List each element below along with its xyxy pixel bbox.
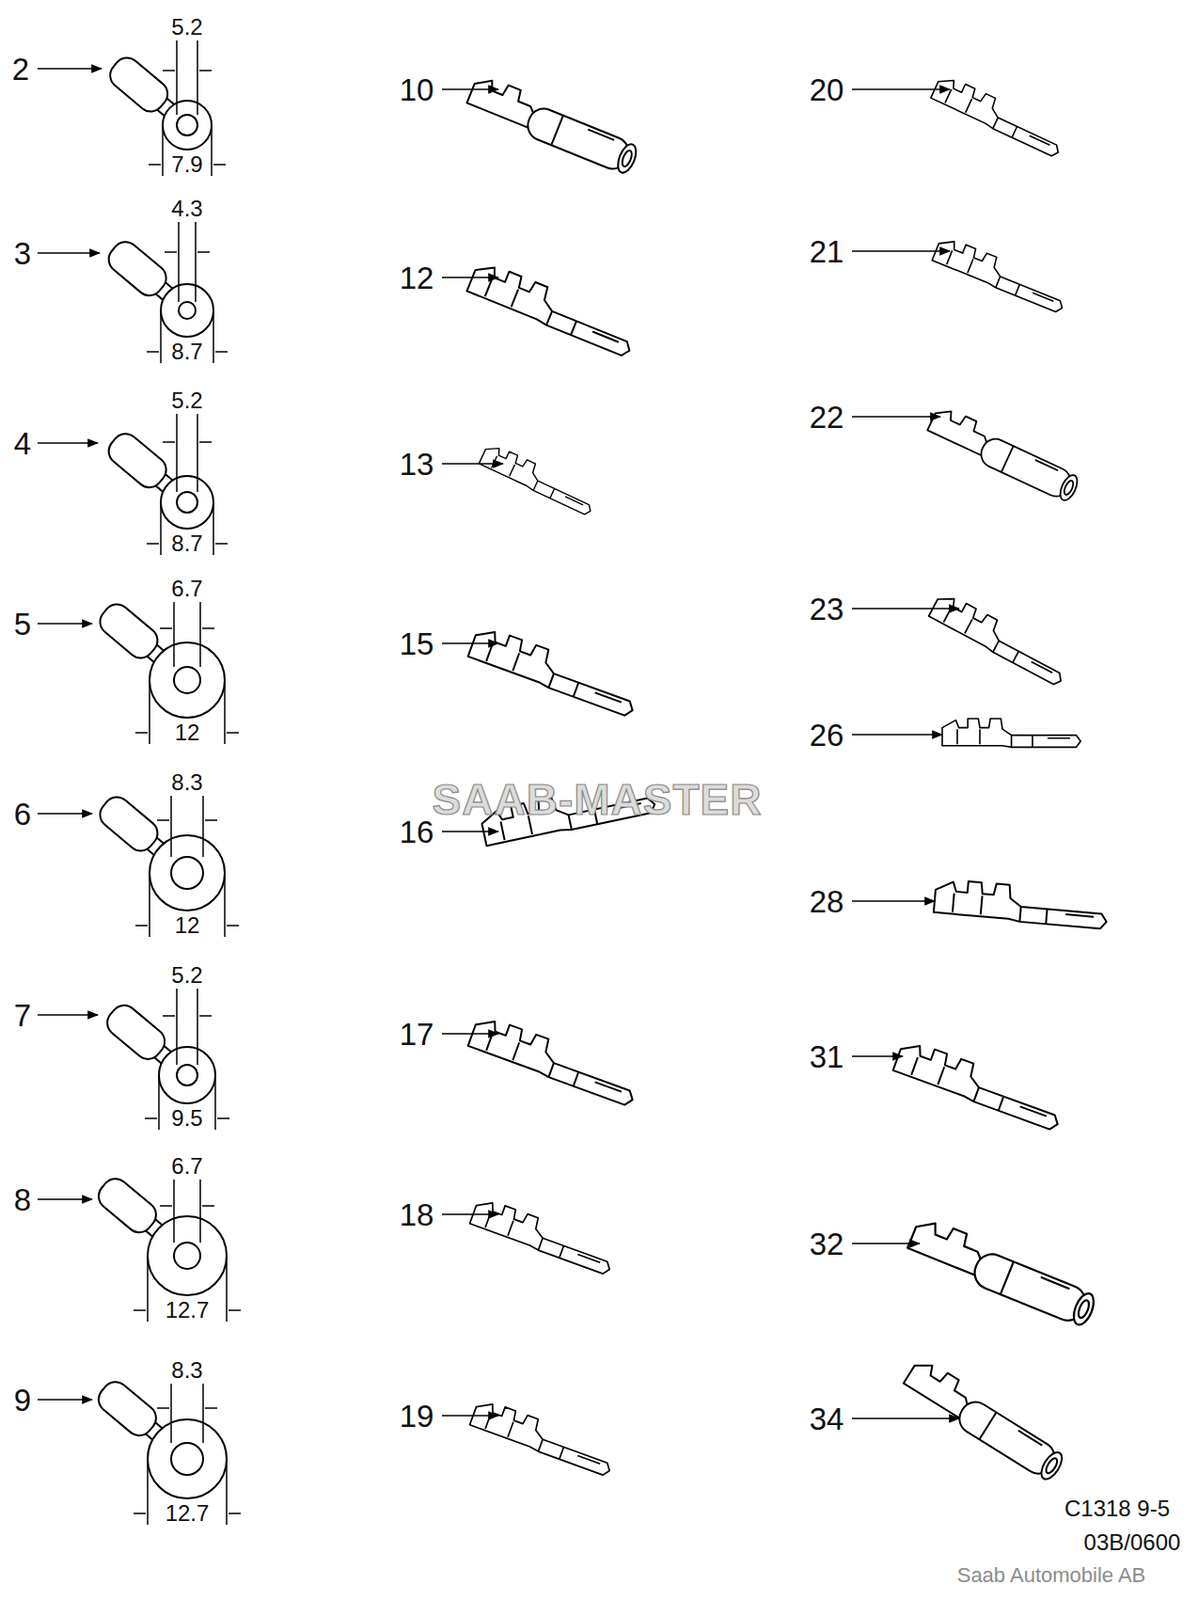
dimension: 8.3 [171,1358,203,1382]
dimension: 12 [174,914,201,937]
callout-number: 4 [14,427,32,459]
callout-number: 19 [399,1400,435,1432]
callout-number: 10 [399,74,435,106]
dimension: 8.7 [171,340,203,363]
callout-number: 15 [399,628,435,660]
callout-number: 12 [399,262,435,294]
callout-number: 7 [14,999,32,1031]
drawing-code: 03B/0600 [1084,1530,1182,1554]
callout-number: 18 [399,1198,435,1230]
dimension: 4.3 [171,197,203,221]
callout-number: 6 [14,798,32,830]
callout-number: 13 [399,448,435,480]
callout-number: 5 [14,608,32,640]
callout-number: 34 [809,1402,845,1435]
dimension: 12.7 [165,1501,210,1525]
callout-number: 16 [399,816,435,848]
dimension: 8.3 [171,771,203,794]
callout-number: 17 [399,1018,435,1050]
dimension: 6.7 [171,577,203,600]
callout-number: 32 [809,1228,845,1260]
dimension: 7.9 [171,153,203,176]
callout-number: 31 [809,1040,845,1072]
callout-number: 2 [12,53,30,85]
callout-number: 21 [809,236,845,268]
drawing-code: C1318 9-5 [1064,1497,1170,1520]
dimension: 5.2 [171,15,203,39]
callout-number: 3 [14,237,32,269]
callout-number: 26 [809,719,845,751]
callout-number: 20 [809,74,845,106]
dimension: 12.7 [165,1298,210,1322]
callout-number: 9 [14,1384,32,1416]
callout-number: 22 [809,401,845,433]
dimension: 6.7 [171,1154,203,1178]
dimension: 5.2 [171,963,203,987]
callout-number: 8 [14,1183,32,1215]
copyright-note: Saab Automobile AB [957,1564,1147,1586]
dimension: 9.5 [171,1106,203,1130]
watermark: SAAB-MASTER [432,777,763,821]
callout-number: 28 [809,885,845,917]
dimension: 5.2 [171,389,203,412]
dimension: 12 [174,721,201,744]
callout-number: 23 [809,593,845,625]
dimension: 8.7 [171,532,203,555]
